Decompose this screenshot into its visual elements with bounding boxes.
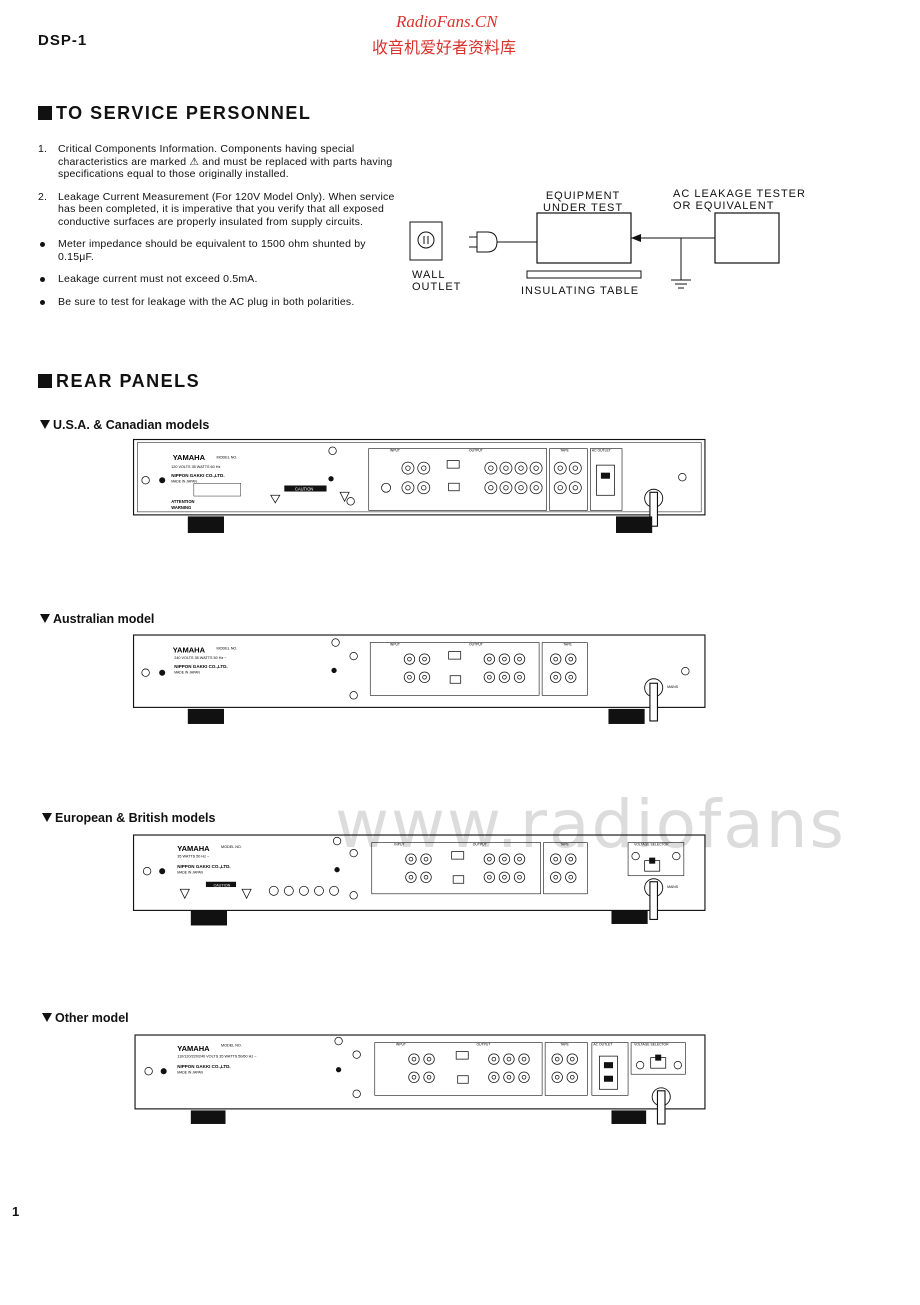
down-triangle-icon [42,813,52,822]
svg-text:NIPPON GAKKI CO.,LTD.: NIPPON GAKKI CO.,LTD. [177,864,230,869]
section-square-icon [38,106,52,120]
svg-text:VOLTAGE SELECTOR: VOLTAGE SELECTOR [634,843,669,847]
svg-text:MAINS: MAINS [667,885,678,889]
svg-text:OUTPUT: OUTPUT [477,1043,491,1047]
watermark-cn: 收音机爱好者资料库 [372,38,517,57]
outlet-label: WALL OUTLET [412,269,462,293]
tester-label: AC LEAKAGE TESTER OR EQUIVALENT [673,188,806,212]
background-watermark: www.radiofans [335,786,846,863]
svg-text:INPUT: INPUT [390,449,400,453]
svg-text:YAMAHA: YAMAHA [173,453,206,462]
svg-text:MADE IN JAPAN: MADE IN JAPAN [174,670,200,674]
svg-text:MODEL NO.: MODEL NO. [221,1043,242,1047]
leakage-test-diagram [409,212,780,289]
note-item: Leakage current must not exceed 0.5mA. [38,273,398,286]
svg-text:OUTPUT: OUTPUT [469,449,483,453]
note-item: 2.Leakage Current Measurement (For 120V … [38,190,395,228]
rear-section-title: REAR PANELS [38,371,200,392]
model-label-usa: U.S.A. & Canadian models [40,418,209,432]
note-item: Meter impedance should be equivalent to … [38,238,398,263]
svg-text:TAPE: TAPE [560,843,569,847]
model-label-europe: European & British models [42,811,215,825]
rear-panel-other: YAMAHA MODEL NO. 110/120/220/240 VOLTS 3… [134,1034,706,1125]
svg-text:CAUTION: CAUTION [213,883,230,887]
svg-text:TAPE: TAPE [560,449,569,453]
svg-text:120 VOLTS 35 WATTS 60 Hz: 120 VOLTS 35 WATTS 60 Hz [171,465,220,469]
svg-text:CAUTION: CAUTION [295,486,314,491]
watermark-site: RadioFans.CN [396,12,498,31]
svg-text:TAPE: TAPE [560,1043,569,1047]
bullet-icon [40,242,45,247]
down-triangle-icon [40,420,50,429]
svg-text:110/120/220/240 VOLTS 35 WATTS: 110/120/220/240 VOLTS 35 WATTS 50/60 Hz … [177,1055,257,1059]
svg-text:OUTPUT: OUTPUT [469,643,483,647]
down-triangle-icon [42,1013,52,1022]
down-triangle-icon [40,614,50,623]
equipment-label: EQUIPMENT UNDER TEST [543,190,624,214]
svg-text:WARNING: WARNING [171,505,191,510]
section-square-icon [38,374,52,388]
svg-text:35 WATTS 50 Hz ~: 35 WATTS 50 Hz ~ [177,855,210,859]
svg-text:MAINS: MAINS [667,685,678,689]
svg-text:NIPPON GAKKI CO.,LTD.: NIPPON GAKKI CO.,LTD. [174,664,227,669]
svg-text:INPUT: INPUT [390,643,400,647]
service-notes: 1.Critical Components Information. Compo… [38,143,398,318]
svg-text:MADE IN JAPAN: MADE IN JAPAN [171,479,197,483]
table-label: INSULATING TABLE [521,285,640,297]
svg-text:INPUT: INPUT [394,843,404,847]
svg-text:NIPPON GAKKI CO.,LTD.: NIPPON GAKKI CO.,LTD. [177,1064,230,1069]
svg-text:YAMAHA: YAMAHA [173,645,206,654]
model-label-australia: Australian model [40,612,154,626]
svg-text:MADE IN JAPAN: MADE IN JAPAN [177,870,203,874]
svg-text:MADE IN JAPAN: MADE IN JAPAN [177,1070,203,1074]
svg-text:240 VOLTS 35 WATTS 50 Hz ~: 240 VOLTS 35 WATTS 50 Hz ~ [174,656,227,660]
svg-text:MODEL NO.: MODEL NO. [216,455,237,459]
svg-text:AC OUTLET: AC OUTLET [593,1043,612,1047]
svg-text:TAPE: TAPE [563,643,572,647]
note-item: 1.Critical Components Information. Compo… [38,143,393,180]
svg-text:ATTENTION: ATTENTION [171,499,194,504]
svg-text:INPUT: INPUT [396,1043,406,1047]
rear-panel-australia: YAMAHA MODEL NO. 240 VOLTS 35 WATTS 50 H… [132,634,706,724]
svg-text:OUTPUT: OUTPUT [473,843,487,847]
svg-text:VOLTAGE SELECTOR: VOLTAGE SELECTOR [634,1043,669,1047]
svg-text:YAMAHA: YAMAHA [177,1044,210,1053]
document-code: DSP-1 [38,32,88,49]
svg-text:NIPPON GAKKI CO.,LTD.: NIPPON GAKKI CO.,LTD. [171,473,224,478]
note-item: Be sure to test for leakage with the AC … [38,296,398,309]
page-number: 1 [12,1204,20,1219]
bullet-icon [40,277,45,282]
service-section-title: TO SERVICE PERSONNEL [38,103,311,124]
model-label-other: Other model [42,1011,129,1025]
rear-panel-usa: YAMAHA MODEL NO. 120 VOLTS 35 WATTS 60 H… [132,438,706,533]
rear-panel-europe: YAMAHA MODEL NO. 35 WATTS 50 Hz ~ NIPPON… [132,834,706,926]
svg-text:YAMAHA: YAMAHA [177,844,210,853]
bullet-icon [40,299,45,305]
svg-text:AC OUTLET: AC OUTLET [592,449,611,453]
svg-text:MODEL NO.: MODEL NO. [216,646,237,650]
svg-text:MODEL NO.: MODEL NO. [221,845,242,849]
